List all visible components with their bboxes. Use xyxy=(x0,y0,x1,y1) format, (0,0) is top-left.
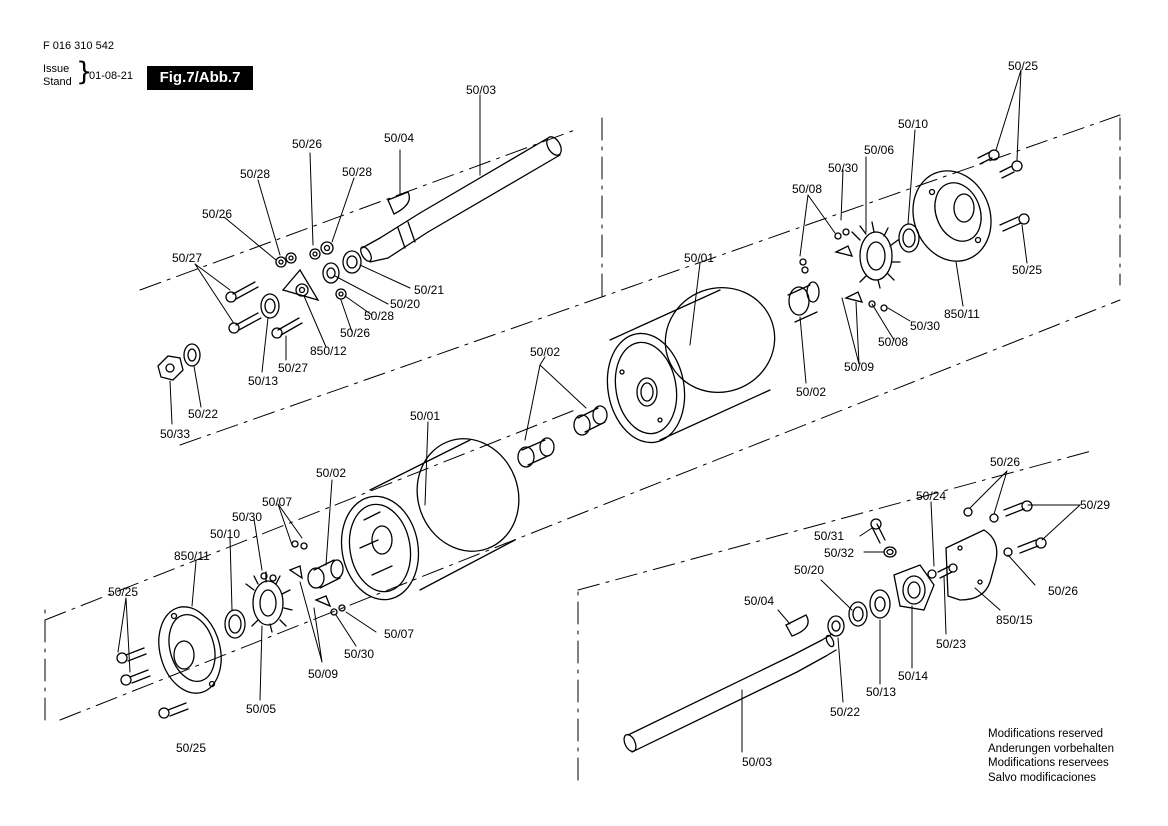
callout: 50/10 xyxy=(210,527,240,541)
brace-glyph: } xyxy=(76,57,93,87)
end-shield-850-11-lower xyxy=(158,606,222,694)
callout: 50/25 xyxy=(176,741,206,755)
shaft-lower xyxy=(623,633,837,753)
key-50-04-upper xyxy=(387,191,411,215)
callout: 50/33 xyxy=(160,427,190,441)
callout: 50/30 xyxy=(828,161,858,175)
figure-label: Fig.7/Abb.7 xyxy=(147,66,253,90)
callout: 50/29 xyxy=(1080,498,1110,512)
note-line: Modifications reserved xyxy=(988,728,1104,740)
callout: 50/26 xyxy=(292,137,322,151)
callout: 50/26 xyxy=(990,455,1020,469)
callout: 50/09 xyxy=(308,667,338,681)
callout: 50/30 xyxy=(910,319,940,333)
note-line: Anderungen vorbehalten xyxy=(988,742,1114,755)
callout: 850/11 xyxy=(944,307,980,321)
callout: 50/07 xyxy=(262,495,292,509)
callout: 50/26 xyxy=(1048,584,1078,598)
callout: 50/26 xyxy=(202,207,232,221)
issue-date: 01-08-21 xyxy=(89,70,134,82)
callout: 50/22 xyxy=(830,705,860,719)
document-number: F 016 310 542 xyxy=(43,40,114,52)
callout: 50/27 xyxy=(278,361,308,375)
callout: 50/01 xyxy=(410,409,440,423)
callout: 50/13 xyxy=(248,374,278,388)
motor-housing-upper xyxy=(606,286,776,444)
brush-holder-lower xyxy=(224,540,346,639)
callout: 50/30 xyxy=(232,510,262,524)
callout: 50/20 xyxy=(390,297,420,311)
callout: 50/26 xyxy=(340,326,370,340)
callout: 50/28 xyxy=(342,165,372,179)
callout: 50/28 xyxy=(364,309,394,323)
callout: 50/21 xyxy=(414,283,444,297)
callout: 50/24 xyxy=(916,489,946,503)
callout: 50/23 xyxy=(936,637,966,651)
callout: 50/02 xyxy=(316,466,346,480)
callout: 50/09 xyxy=(844,360,874,374)
callout: 50/02 xyxy=(796,385,826,399)
callout: 850/11 xyxy=(174,549,210,563)
callout: 50/04 xyxy=(744,594,774,608)
callout: 850/15 xyxy=(996,613,1033,627)
callout: 50/03 xyxy=(466,83,496,97)
bearing-plate-850-12 xyxy=(281,268,320,302)
callout: 50/07 xyxy=(384,627,414,641)
brush-holder-upper xyxy=(799,221,920,312)
callout: 50/32 xyxy=(824,546,854,560)
key-50-04-lower xyxy=(785,614,809,637)
sleeves-50-02 xyxy=(517,281,820,468)
callout: 50/25 xyxy=(1008,59,1038,73)
hardware-upper-left xyxy=(157,241,362,381)
note-line: Salvo modificaciones xyxy=(988,771,1097,784)
bearing-plate-50-14 xyxy=(893,564,935,611)
callout: 50/22 xyxy=(188,407,218,421)
issue-label: Issue xyxy=(43,63,70,75)
callout-labels: 50/03 50/04 50/26 50/28 50/28 50/26 50/2… xyxy=(108,59,1110,769)
motor-housing-lower xyxy=(340,438,520,601)
screws-50-25-upper xyxy=(977,149,1030,232)
callout: 50/30 xyxy=(344,647,374,661)
end-shield-850-11-upper xyxy=(912,170,992,262)
callout: 50/05 xyxy=(246,702,276,716)
callout: 50/10 xyxy=(898,117,928,131)
cover-850-15 xyxy=(945,529,998,601)
callout: 50/04 xyxy=(384,131,414,145)
callout: 50/08 xyxy=(792,182,822,196)
callout: 850/12 xyxy=(310,344,347,358)
sleeve-50-02-lower xyxy=(307,559,344,589)
callout: 50/08 xyxy=(878,335,908,349)
nut-50-33 xyxy=(157,355,184,381)
callout: 50/14 xyxy=(898,669,928,683)
callout: 50/27 xyxy=(172,251,202,265)
note-line: Modifications reservees xyxy=(988,757,1109,769)
callout: 50/31 xyxy=(814,529,844,543)
callout: 50/20 xyxy=(794,563,824,577)
callout: 50/28 xyxy=(240,167,270,181)
stand-label: Stand xyxy=(43,76,72,88)
callout: 50/25 xyxy=(1012,263,1042,277)
callout: 50/03 xyxy=(742,755,772,769)
callout: 50/13 xyxy=(866,685,896,699)
leader-lines xyxy=(117,69,1081,753)
callout: 50/06 xyxy=(864,143,894,157)
hardware-lower-right xyxy=(827,500,1047,637)
callout: 50/25 xyxy=(108,585,138,599)
callout: 50/02 xyxy=(530,345,560,359)
callout: 50/01 xyxy=(684,251,714,265)
shaft-upper xyxy=(360,136,562,263)
modifications-note: Modifications reserved Anderungen vorbeh… xyxy=(988,727,1114,785)
